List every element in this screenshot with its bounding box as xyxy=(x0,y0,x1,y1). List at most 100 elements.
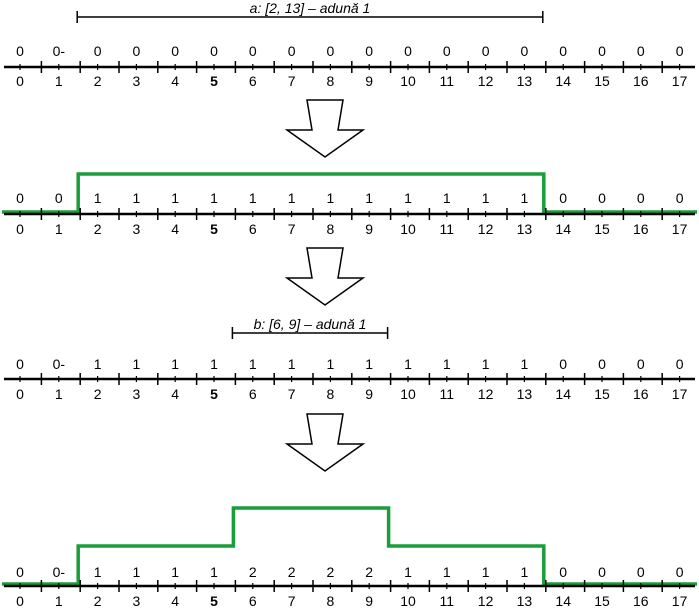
index-label: 13 xyxy=(517,386,533,402)
index-label: 13 xyxy=(517,221,533,237)
index-label: 15 xyxy=(594,386,610,402)
cell-value: 0 xyxy=(133,43,141,59)
cell-value: 1 xyxy=(521,564,529,580)
cell-value: 0 xyxy=(443,43,451,59)
index-label: 12 xyxy=(478,593,494,609)
index-label: 15 xyxy=(594,593,610,609)
cell-value: 1 xyxy=(482,564,490,580)
index-label: 0 xyxy=(16,386,24,402)
cell-value: 1 xyxy=(171,564,179,580)
cell-value: 0- xyxy=(53,356,66,372)
range-bracket-a: a: [2, 13] – adună 1 xyxy=(76,0,544,23)
index-label: 10 xyxy=(400,73,416,89)
index-label: 5 xyxy=(210,221,218,237)
cell-value: 0 xyxy=(94,43,102,59)
index-label: 13 xyxy=(517,73,533,89)
cell-value: 1 xyxy=(288,356,296,372)
cell-value: 0- xyxy=(53,564,66,580)
cell-value: 0 xyxy=(16,190,24,206)
index-label: 11 xyxy=(440,593,455,609)
index-label: 16 xyxy=(633,593,649,609)
cell-value: 1 xyxy=(404,564,412,580)
cell-value: 1 xyxy=(133,564,141,580)
cell-value: 1 xyxy=(94,356,102,372)
index-label: 1 xyxy=(55,221,63,237)
index-label: 10 xyxy=(400,386,416,402)
index-label: 4 xyxy=(171,221,179,237)
index-label: 13 xyxy=(517,593,533,609)
cell-value: 1 xyxy=(327,190,335,206)
cell-value: 1 xyxy=(210,190,218,206)
index-label: 0 xyxy=(16,221,24,237)
cell-value: 0 xyxy=(598,564,606,580)
cell-value: 0- xyxy=(53,43,66,59)
down-arrow-icon xyxy=(284,99,366,158)
index-label: 3 xyxy=(133,386,141,402)
index-label: 6 xyxy=(249,593,257,609)
cell-value: 0 xyxy=(676,564,684,580)
cell-value: 0 xyxy=(55,190,63,206)
index-label: 16 xyxy=(633,221,649,237)
cell-value: 0 xyxy=(676,43,684,59)
cell-value: 0 xyxy=(16,356,24,372)
index-label: 15 xyxy=(594,221,610,237)
index-label: 16 xyxy=(633,386,649,402)
cell-value: 1 xyxy=(443,190,451,206)
index-label: 3 xyxy=(133,593,141,609)
index-label: 0 xyxy=(16,593,24,609)
index-label: 14 xyxy=(555,73,571,89)
cell-value: 1 xyxy=(521,190,529,206)
index-label: 2 xyxy=(94,221,102,237)
cell-value: 1 xyxy=(365,190,373,206)
index-label: 3 xyxy=(133,73,141,89)
range-label: b: [6, 9] – adună 1 xyxy=(254,316,367,332)
cell-value: 0 xyxy=(521,43,529,59)
range-label: a: [2, 13] – adună 1 xyxy=(250,0,371,16)
index-label: 9 xyxy=(365,386,373,402)
cell-value: 0 xyxy=(327,43,335,59)
index-label: 1 xyxy=(55,386,63,402)
index-label: 12 xyxy=(478,73,494,89)
index-label: 8 xyxy=(327,221,335,237)
index-label: 7 xyxy=(288,221,296,237)
cell-value: 1 xyxy=(482,356,490,372)
cell-value: 0 xyxy=(598,190,606,206)
cell-value: 1 xyxy=(94,190,102,206)
cell-value: 1 xyxy=(133,356,141,372)
cell-value: 1 xyxy=(249,190,257,206)
index-label: 12 xyxy=(478,221,494,237)
cell-value: 0 xyxy=(676,190,684,206)
cell-value: 0 xyxy=(637,356,645,372)
cell-value: 1 xyxy=(327,356,335,372)
cell-value: 1 xyxy=(288,190,296,206)
cell-value: 1 xyxy=(365,356,373,372)
range-bracket-b: b: [6, 9] – adună 1 xyxy=(231,316,389,339)
index-label: 3 xyxy=(133,221,141,237)
cell-value: 0 xyxy=(559,43,567,59)
index-label: 9 xyxy=(365,221,373,237)
cell-value: 1 xyxy=(482,190,490,206)
cell-value: 0 xyxy=(16,564,24,580)
cell-value: 0 xyxy=(598,356,606,372)
index-label: 11 xyxy=(440,73,455,89)
cell-value: 0 xyxy=(637,564,645,580)
index-label: 5 xyxy=(210,593,218,609)
cell-value: 0 xyxy=(598,43,606,59)
cell-value: 0 xyxy=(210,43,218,59)
index-label: 12 xyxy=(478,386,494,402)
cell-value: 2 xyxy=(327,564,335,580)
down-arrow-icon xyxy=(284,247,366,306)
index-label: 14 xyxy=(555,221,571,237)
cell-value: 1 xyxy=(404,356,412,372)
index-label: 17 xyxy=(672,593,688,609)
index-label: 4 xyxy=(171,73,179,89)
cell-value: 0 xyxy=(249,43,257,59)
index-label: 11 xyxy=(440,221,455,237)
index-label: 7 xyxy=(288,593,296,609)
cell-value: 1 xyxy=(171,190,179,206)
index-label: 8 xyxy=(327,386,335,402)
